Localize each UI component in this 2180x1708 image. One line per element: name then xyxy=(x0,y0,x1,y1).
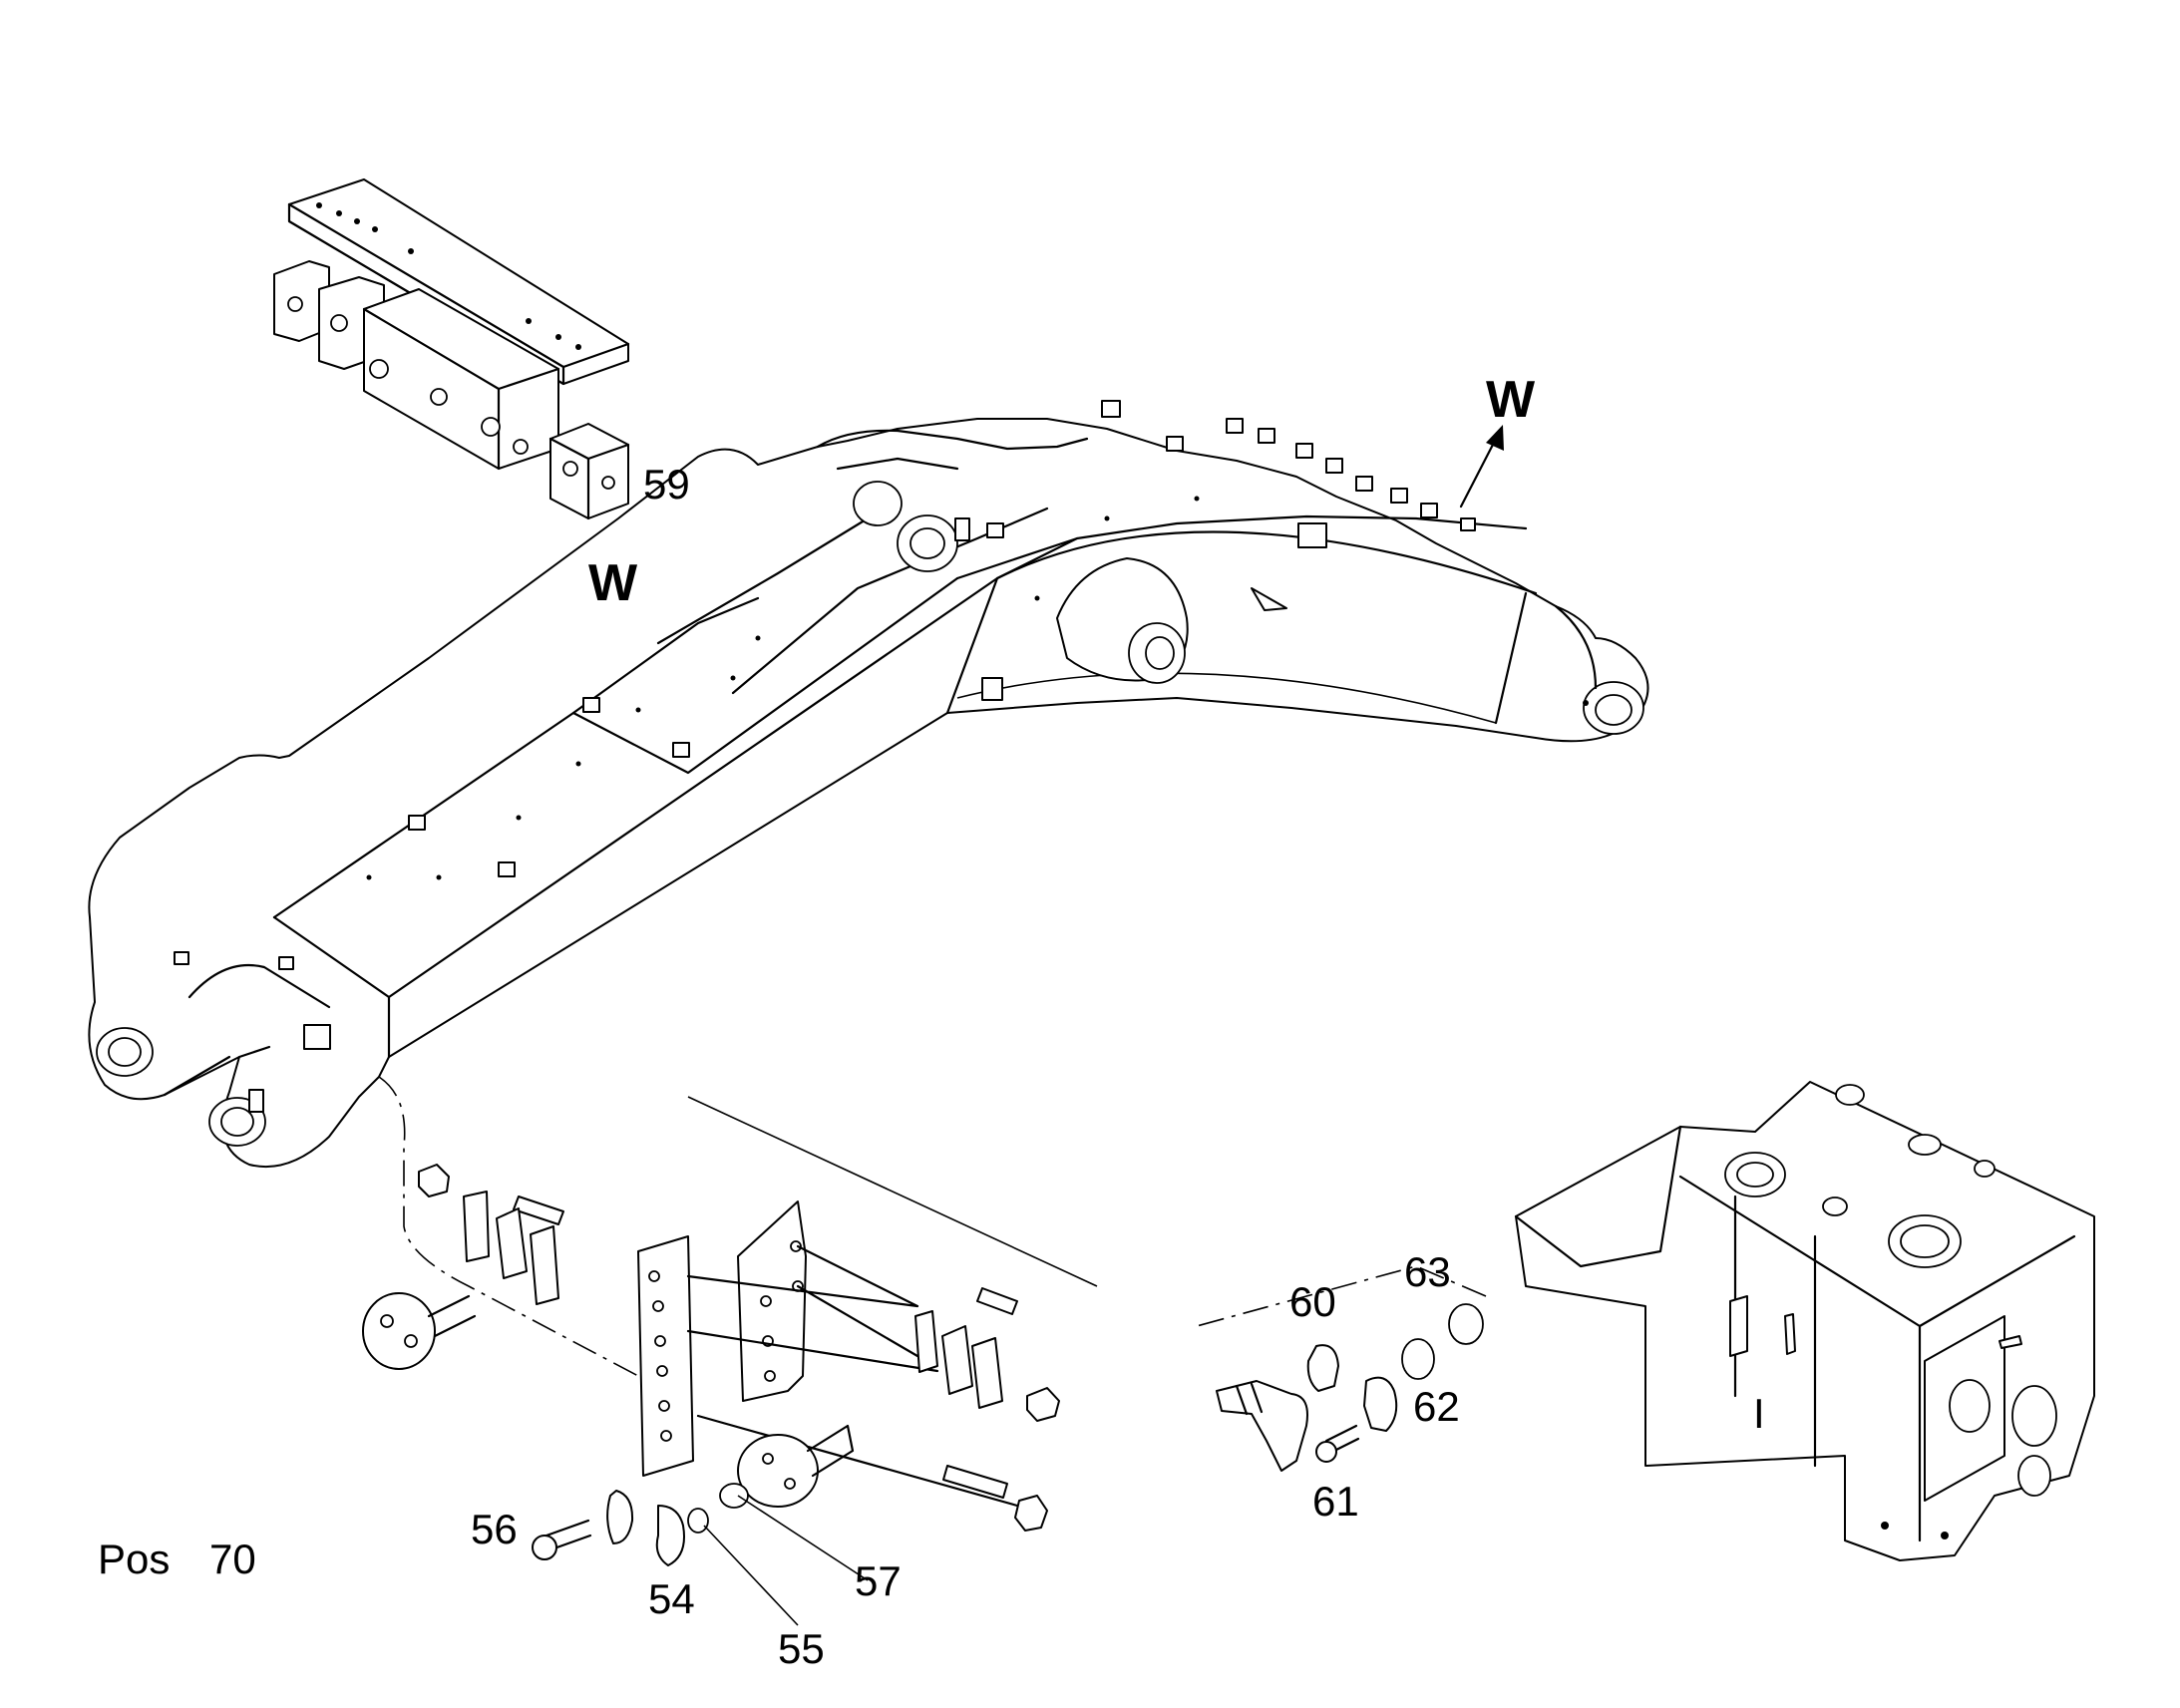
right-fitting-group xyxy=(1216,1303,1484,1472)
turntable-housing xyxy=(1514,1081,2095,1561)
callout-54: 54 xyxy=(648,1575,695,1622)
callout-57: 57 xyxy=(855,1557,902,1604)
callout-63: 63 xyxy=(1404,1248,1451,1295)
callout-60: 60 xyxy=(1289,1278,1336,1325)
callout-55: 55 xyxy=(778,1625,825,1672)
pos-number: 70 xyxy=(209,1536,256,1582)
detail-marker: I xyxy=(1753,1390,1765,1437)
lower-fitting-group xyxy=(362,1076,1487,1626)
block-assembly-59 xyxy=(273,178,630,520)
callout-61: 61 xyxy=(1312,1478,1359,1525)
callout-56: 56 xyxy=(471,1506,518,1552)
callout-59: 59 xyxy=(643,461,690,508)
callout-62: 62 xyxy=(1413,1383,1460,1430)
view-direction-arrow xyxy=(1459,425,1504,509)
pos-label: Pos xyxy=(98,1536,170,1582)
boom-main-body xyxy=(88,400,1649,1169)
view-label-w-right: W xyxy=(1486,371,1536,429)
view-label-w-left: W xyxy=(588,554,638,612)
